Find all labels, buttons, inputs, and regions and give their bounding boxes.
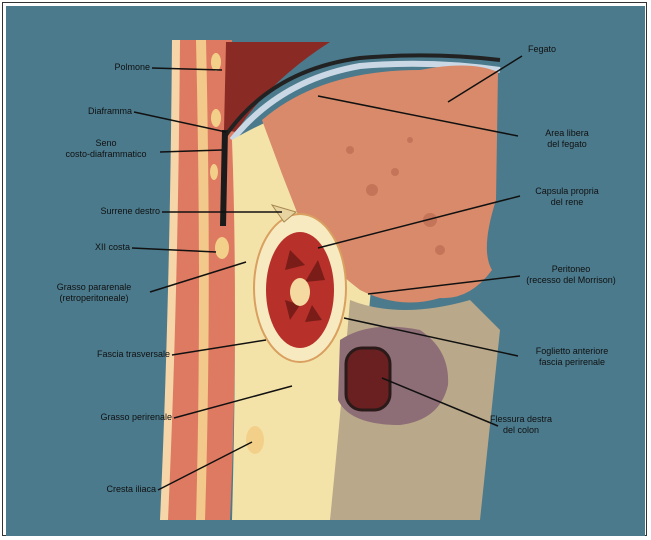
label-cresta: Cresta iliaca bbox=[40, 484, 156, 495]
label-foglietto: Foglietto anteriore fascia perirenale bbox=[510, 346, 634, 368]
label-surrene: Surrene destro bbox=[40, 206, 160, 217]
label-peritoneo: Peritoneo (recesso del Morrison) bbox=[506, 264, 636, 286]
iliac-crest bbox=[246, 426, 264, 454]
label-fegato: Fegato bbox=[528, 44, 556, 55]
label-fascia: Fascia trasversale bbox=[40, 349, 170, 360]
label-diaframma: Diaframma bbox=[20, 106, 132, 117]
label-costa: XII costa bbox=[40, 242, 130, 253]
label-grasso: Grasso pararenale (retroperitoneale) bbox=[38, 282, 150, 304]
label-capsula: Capsula propria del rene bbox=[512, 186, 622, 208]
label-grasso-perirenale: Grasso perirenale bbox=[40, 412, 172, 423]
label-area-nuda: Area libera del fegato bbox=[512, 128, 622, 150]
renal-sinus bbox=[290, 278, 310, 306]
label-seno: Seno costo-diaframmatico bbox=[52, 138, 160, 160]
label-flessura: Flessura destra del colon bbox=[466, 414, 576, 436]
label-polmone: Polmone bbox=[40, 62, 150, 73]
